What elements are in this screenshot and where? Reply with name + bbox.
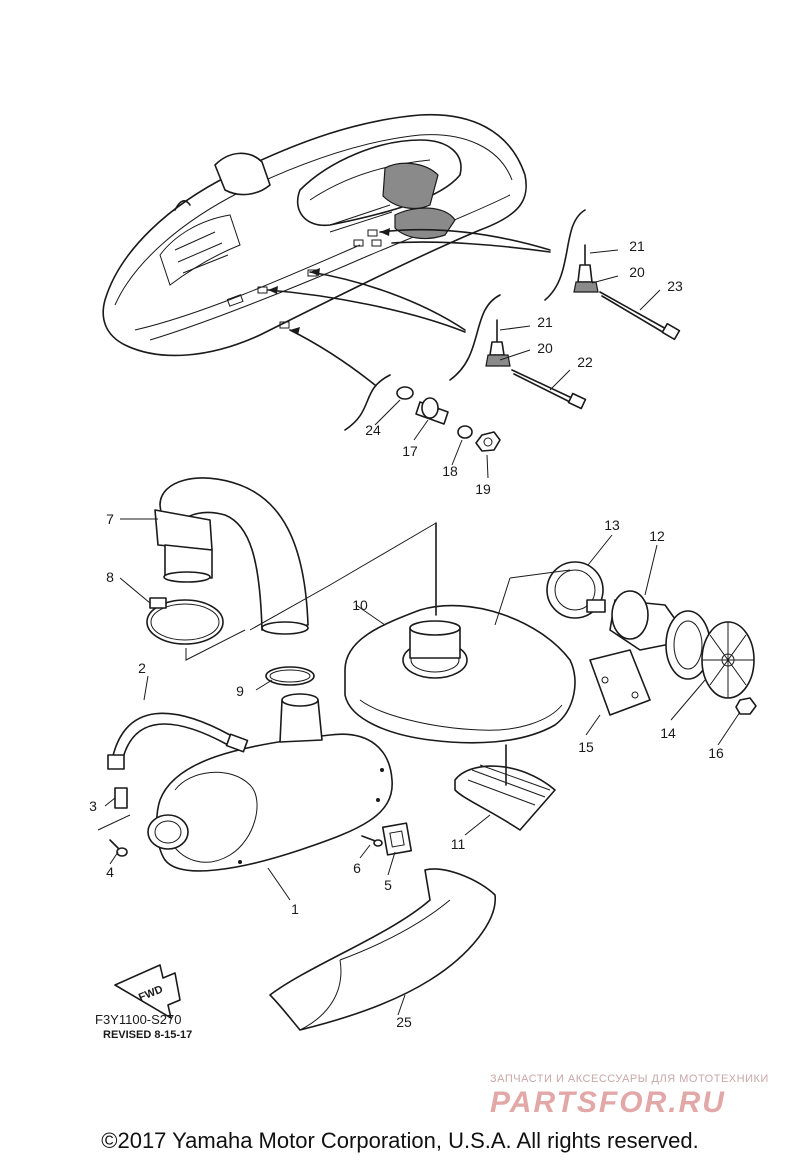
callout-1: 1 [291,901,299,917]
callout-20a: 20 [629,264,645,280]
callout-5: 5 [384,877,392,893]
callout-8: 8 [106,569,114,585]
callout-10: 10 [352,597,368,613]
copyright-notice: ©2017 Yamaha Motor Corporation, U.S.A. A… [101,1128,699,1153]
callout-24: 24 [365,422,381,438]
hull-trim [269,868,496,1031]
callout-16: 16 [708,745,724,761]
callout-9: 9 [236,683,244,699]
location-arrows [267,209,586,431]
callout-21a: 21 [629,238,645,254]
callout-20b: 20 [537,340,553,356]
callout-3: 3 [89,798,97,814]
watermark-tagline: ЗАПЧАСТИ И АКСЕССУАРЫ ДЛЯ МОТОТЕХНИКИ [490,1073,769,1085]
callout-15: 15 [578,739,594,755]
callout-labels: 1 2 3 4 5 6 7 8 9 10 11 12 13 14 15 16 1… [89,238,724,1030]
callout-6: 6 [353,860,361,876]
callout-23: 23 [667,278,683,294]
watercraft-hull [102,113,527,357]
fwd-arrow: FWD [114,964,181,1019]
exhaust-assembly [97,477,757,872]
callout-7: 7 [106,511,114,527]
callout-11: 11 [451,836,466,852]
diagram-code: F3Y1100-S270 [95,1012,182,1027]
revision-note: REVISED 8-15-17 [103,1029,192,1041]
callout-21b: 21 [537,314,553,330]
callout-12: 12 [649,528,665,544]
callout-14: 14 [660,725,676,741]
top-fasteners [396,244,681,452]
leader-lines [104,249,741,1016]
watermark: ЗАПЧАСТИ И АКСЕССУАРЫ ДЛЯ МОТОТЕХНИКИ PA… [490,1073,769,1119]
callout-25: 25 [396,1014,412,1030]
callout-4: 4 [106,864,114,880]
callout-18: 18 [442,463,458,479]
callout-17: 17 [402,443,418,459]
callout-19: 19 [475,481,491,497]
callout-22: 22 [577,354,593,370]
callout-2: 2 [138,660,146,676]
callout-13: 13 [604,517,620,533]
watermark-logo: PARTSFOR.RU [490,1086,726,1119]
